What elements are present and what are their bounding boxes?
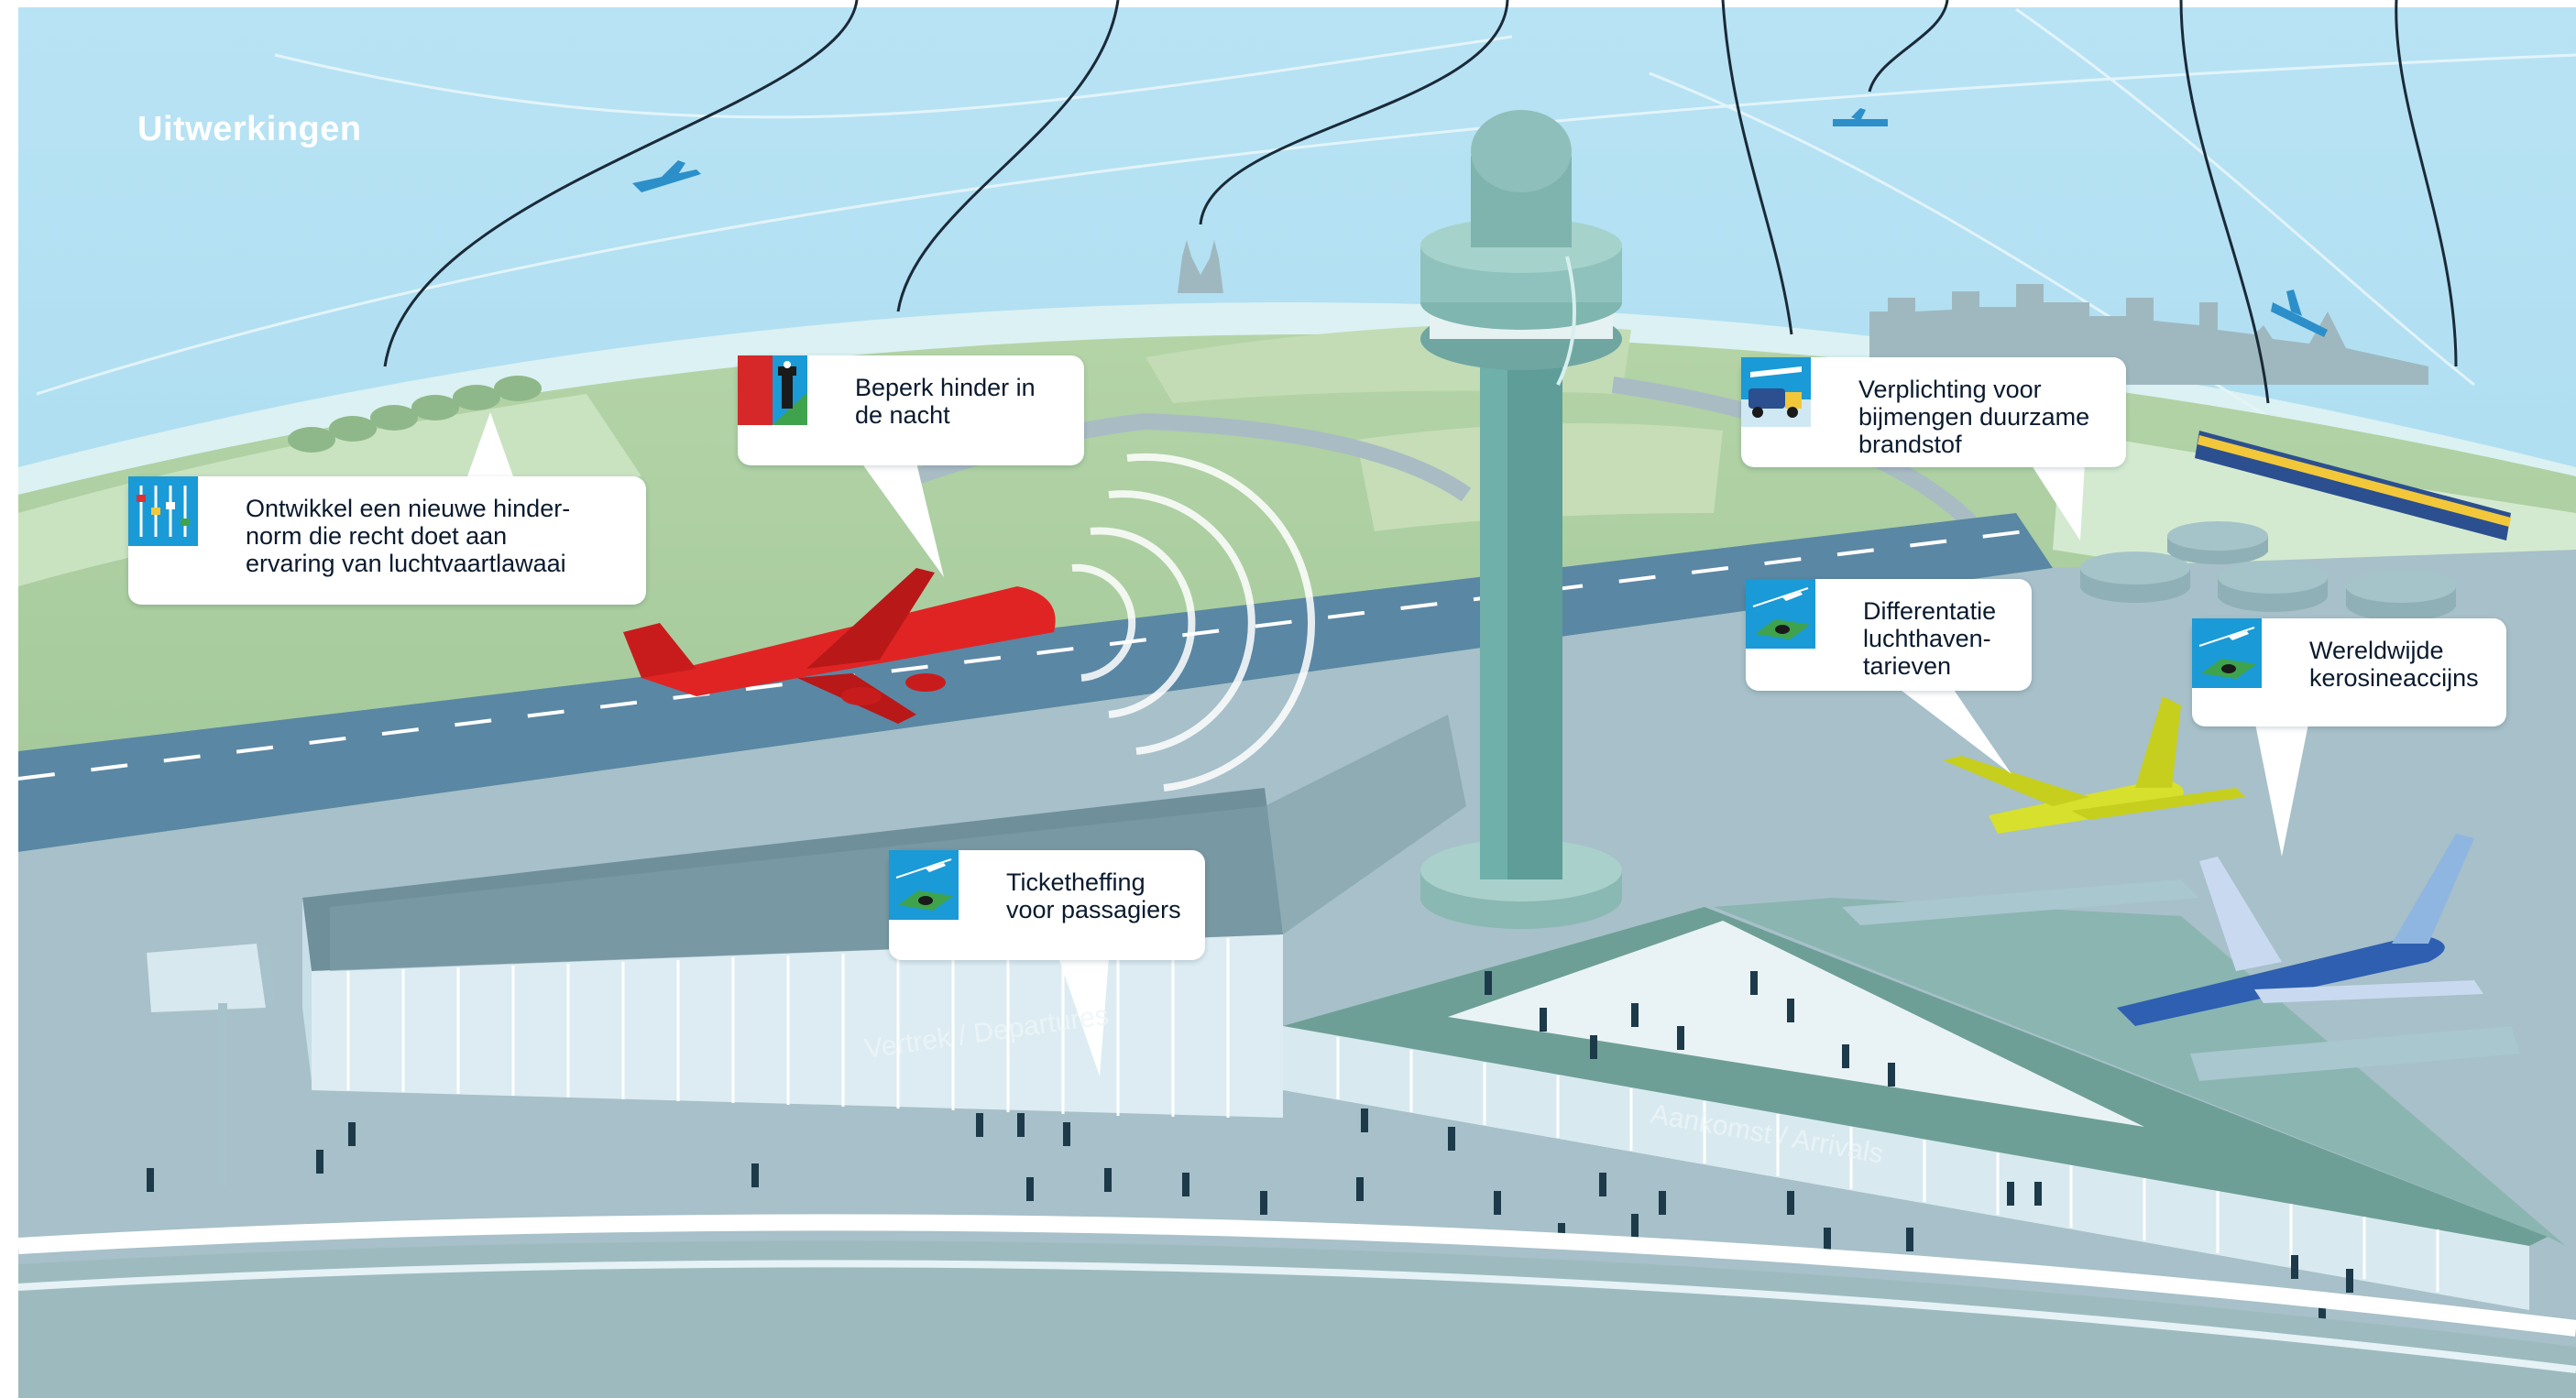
callout-text: Ontwikkel een nieuwe hinder- norm die re… bbox=[246, 495, 571, 577]
callout-text: Beperk hinder in de nacht bbox=[855, 374, 1036, 429]
callout-nieuwe-hindernorm: Ontwikkel een nieuwe hinder- norm die re… bbox=[128, 476, 646, 605]
callout-text: Wereldwijde kerosineaccijns bbox=[2309, 637, 2479, 692]
callout-kerosineaccijns: Wereldwijde kerosineaccijns bbox=[2192, 618, 2506, 726]
callout-beperk-hinder-nacht: Beperk hinder in de nacht bbox=[738, 355, 1084, 465]
callout-duurzame-brandstof: Verplichting voor bijmengen duurzame bra… bbox=[1741, 357, 2126, 467]
noise-waves bbox=[1071, 453, 1316, 792]
control-tower bbox=[1420, 110, 1622, 929]
page-margin bbox=[0, 0, 18, 1398]
pier bbox=[2190, 1026, 2520, 1081]
train-stripe bbox=[2198, 435, 2511, 527]
fuel-tanks bbox=[2080, 521, 2456, 621]
bushes bbox=[288, 376, 542, 453]
callout-text: Ticketheffing voor passagiers bbox=[1006, 868, 1181, 923]
arrivals-mullions bbox=[1336, 1037, 2439, 1292]
yellow-airplane bbox=[1943, 696, 2245, 834]
road-line bbox=[17, 1214, 2576, 1337]
plane-money-icon bbox=[2192, 618, 2286, 710]
callout-text: Verplichting voor bijmengen duurzame bra… bbox=[1858, 376, 2090, 458]
road-line bbox=[17, 1260, 2576, 1373]
arrivals-atrium bbox=[1448, 921, 2144, 1127]
page-margin bbox=[0, 0, 2576, 7]
sliders-icon bbox=[128, 476, 222, 568]
page-title: Uitwerkingen bbox=[137, 110, 362, 148]
callout-text: Differentatie luchthaven- tarieven bbox=[1863, 597, 1997, 680]
church bbox=[1178, 240, 1223, 293]
night-tower-icon bbox=[738, 355, 831, 447]
plane-money-icon bbox=[889, 850, 982, 942]
sign-post bbox=[147, 944, 275, 1186]
sky-airplanes bbox=[632, 108, 2328, 337]
leader-lines bbox=[383, 0, 2458, 404]
blue-airplane bbox=[2117, 834, 2483, 1026]
callout-ticketheffing: Ticketheffing voor passagiers bbox=[889, 850, 1205, 960]
contrails bbox=[36, 7, 2576, 432]
road bbox=[18, 1240, 2576, 1398]
people bbox=[147, 971, 2353, 1325]
plane-money-icon bbox=[1746, 579, 1839, 671]
fuel-truck-icon bbox=[1741, 357, 1835, 449]
terminal-facade bbox=[312, 934, 1283, 1118]
terminal-side bbox=[302, 898, 312, 1081]
arrivals-wing bbox=[1714, 898, 2566, 1246]
red-airplane bbox=[623, 568, 1056, 724]
callout-tails bbox=[467, 412, 2309, 1076]
terminal-mullions bbox=[346, 938, 1230, 1118]
pier bbox=[1842, 879, 2199, 925]
callout-luchthaventarieven: Differentatie luchthaven- tarieven bbox=[1746, 579, 2032, 691]
